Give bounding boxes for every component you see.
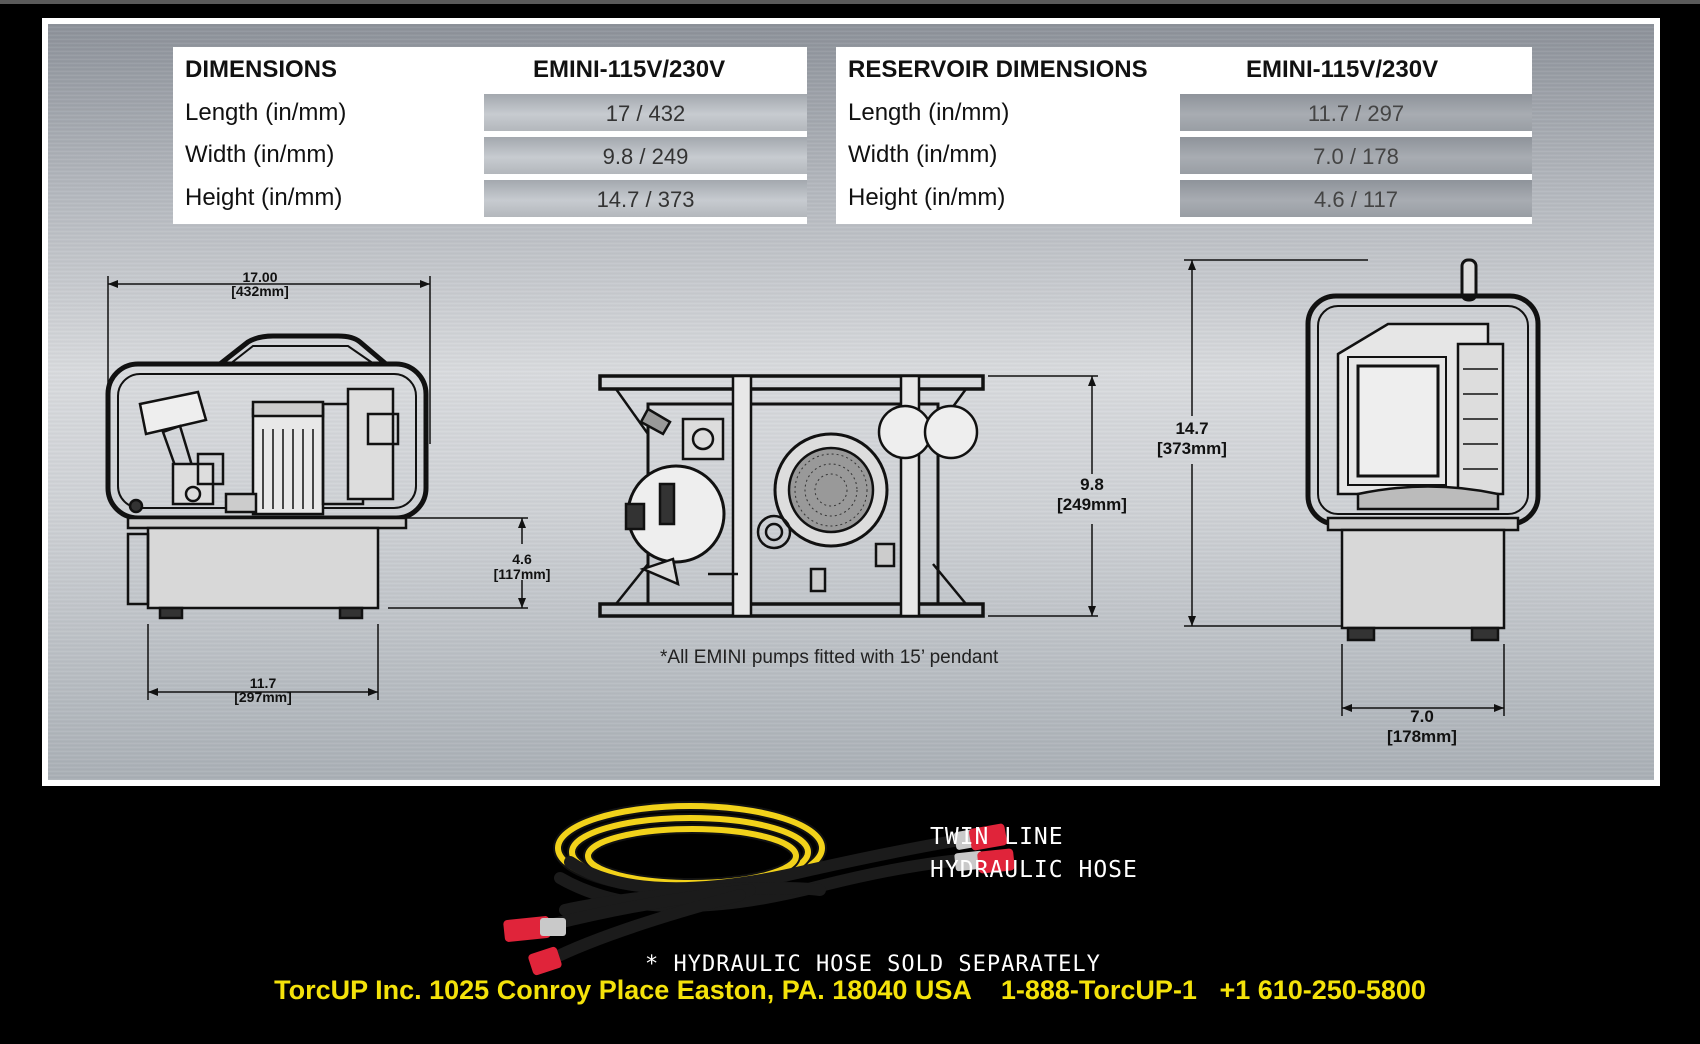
length-inch-label: 17.00 [242,269,277,285]
reservoir-table-header-model: EMINI-115V/230V [1246,56,1439,83]
reservoir-length-mm-label: [297mm] [234,689,292,705]
table-cell: 17 / 432 [484,91,807,131]
reservoir-height-mm-label: [117mm] [494,566,551,582]
dimensions-table-header-label: DIMENSIONS [185,56,338,83]
hose-title-line1: TWIN LINE [930,824,1064,850]
company-contact-line: TorcUP Inc. 1025 Conroy Place Easton, PA… [274,975,1426,1005]
reservoir-length-inch-label: 11.7 [250,675,277,691]
table-cell: 9.8 / 249 [484,134,807,174]
table-cell: 4.6 / 117 [1180,177,1532,217]
table-row-label: Length (in/mm) [185,99,347,126]
hose-illustration [503,801,1015,976]
reservoir-height-inch-label: 4.6 [512,551,532,567]
spec-panel: DIMENSIONS EMINI-115V/230V Length (in/mm… [42,18,1660,786]
hose-title-line2: HYDRAULIC HOSE [930,857,1138,883]
pendant-note: *All EMINI pumps fitted with 15’ pendant [660,647,999,668]
table-row-label: Height (in/mm) [848,184,1006,211]
dimensions-table-header-model: EMINI-115V/230V [533,56,726,83]
reservoir-width-inch-label: 7.0 [1410,707,1434,726]
spec-panel-background: DIMENSIONS EMINI-115V/230V Length (in/mm… [48,24,1654,780]
top-view-drawing [598,374,1098,618]
table-row-label: Height (in/mm) [185,184,343,211]
reservoir-table-header-label: RESERVOIR DIMENSIONS [848,56,1148,83]
height-inch-label: 14.7 [1175,419,1208,438]
height-mm-label: [373mm] [1157,439,1227,458]
table-cell: 14.7 / 373 [484,177,807,217]
front-view-drawing [1184,258,1541,716]
hose-sold-separately-note: * HYDRAULIC HOSE SOLD SEPARATELY [645,952,1101,977]
reservoir-width-mm-label: [178mm] [1387,727,1457,746]
side-view-drawing [105,276,528,700]
table-row-label: Width (in/mm) [185,141,335,168]
table-row-label: Width (in/mm) [848,141,998,168]
table-row-label: Length (in/mm) [848,99,1010,126]
width-inch-label: 9.8 [1080,475,1104,494]
width-mm-label: [249mm] [1057,495,1127,514]
dimensions-table: DIMENSIONS EMINI-115V/230V Length (in/mm… [173,47,807,224]
table-cell: 7.0 / 178 [1180,134,1532,174]
reservoir-dimensions-table: RESERVOIR DIMENSIONS EMINI-115V/230V Len… [836,47,1532,224]
length-mm-label: [432mm] [231,283,289,299]
table-cell: 11.7 / 297 [1180,91,1532,131]
technical-drawings: 17.00 [432mm] 4.6 [117mm] 11.7 [297mm] 9… [105,258,1541,746]
top-bar [0,0,1700,4]
